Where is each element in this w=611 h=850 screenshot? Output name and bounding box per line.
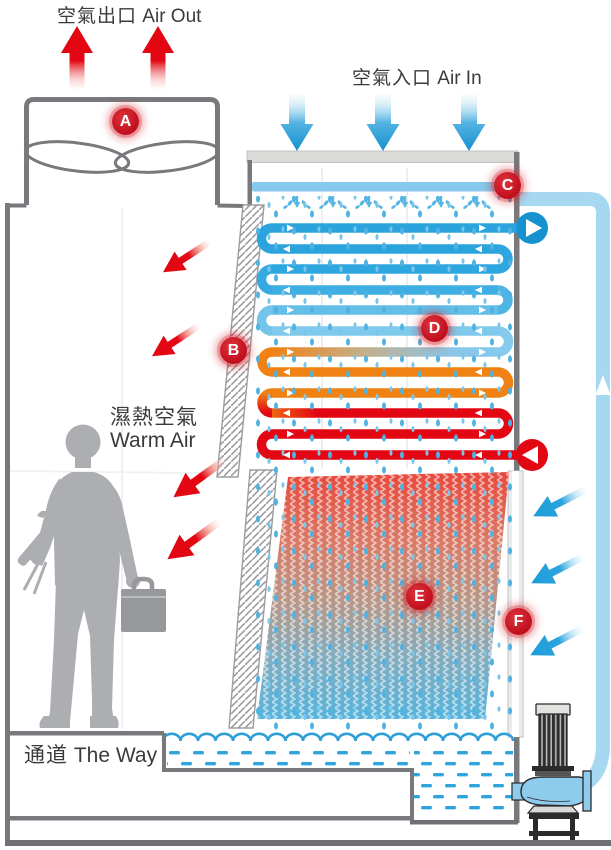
ground-line <box>5 840 611 846</box>
air-out-label: 空氣出口 Air Out <box>57 1 201 28</box>
warm-air-arrows <box>146 232 233 570</box>
warm-air-label-en: Warm Air <box>110 429 196 452</box>
air-in-label-zh: 空氣入口 <box>352 68 433 89</box>
pump-stand <box>529 813 579 843</box>
riser-pipe <box>516 192 611 788</box>
callout-b: B <box>220 337 247 364</box>
basin-water <box>161 732 515 817</box>
air-out-arrows <box>61 26 174 89</box>
callout-a: A <box>112 108 139 135</box>
callout-f: F <box>505 608 532 635</box>
pump-motor-cap <box>535 703 571 716</box>
pump-motor <box>538 713 568 768</box>
coil-outlet-port <box>516 212 548 244</box>
basin-structure <box>7 731 518 825</box>
fan-housing <box>7 97 245 208</box>
callout-d: D <box>421 315 448 342</box>
warm-air-label: 濕熱空氣 Warm Air <box>110 406 198 452</box>
outlet-flow-arrow-icon <box>526 219 542 237</box>
air-in-label: 空氣入口 Air In <box>352 63 482 90</box>
riser-flow-arrow-icon <box>595 375 611 395</box>
air-in-label-en: Air In <box>437 68 482 89</box>
air-out-label-zh: 空氣出口 <box>57 6 138 27</box>
left-outer-wall <box>5 203 10 846</box>
wrench-icon <box>17 504 71 566</box>
the-way-label-en: The Way <box>73 744 158 767</box>
callout-e: E <box>406 583 433 610</box>
pump-discharge-flange <box>582 770 592 812</box>
spray-header <box>252 182 514 210</box>
the-way-label-zh: 通道 <box>24 744 68 767</box>
the-way-label: 通道 The Way <box>24 744 157 767</box>
water-droplets <box>250 196 516 732</box>
warm-air-label-zh: 濕熱空氣 <box>110 406 198 429</box>
air-in-arrows <box>280 94 486 151</box>
air-out-label-en: Air Out <box>142 6 202 27</box>
side-air-in-arrows <box>525 479 591 666</box>
fan-blades-icon <box>23 140 221 174</box>
pump <box>511 703 592 843</box>
toolbox-icon <box>121 576 166 632</box>
inlet-flow-arrow-icon <box>522 446 538 464</box>
worker-silhouette <box>17 424 166 728</box>
callout-c: C <box>494 172 521 199</box>
coil-inlet-port <box>516 439 548 471</box>
